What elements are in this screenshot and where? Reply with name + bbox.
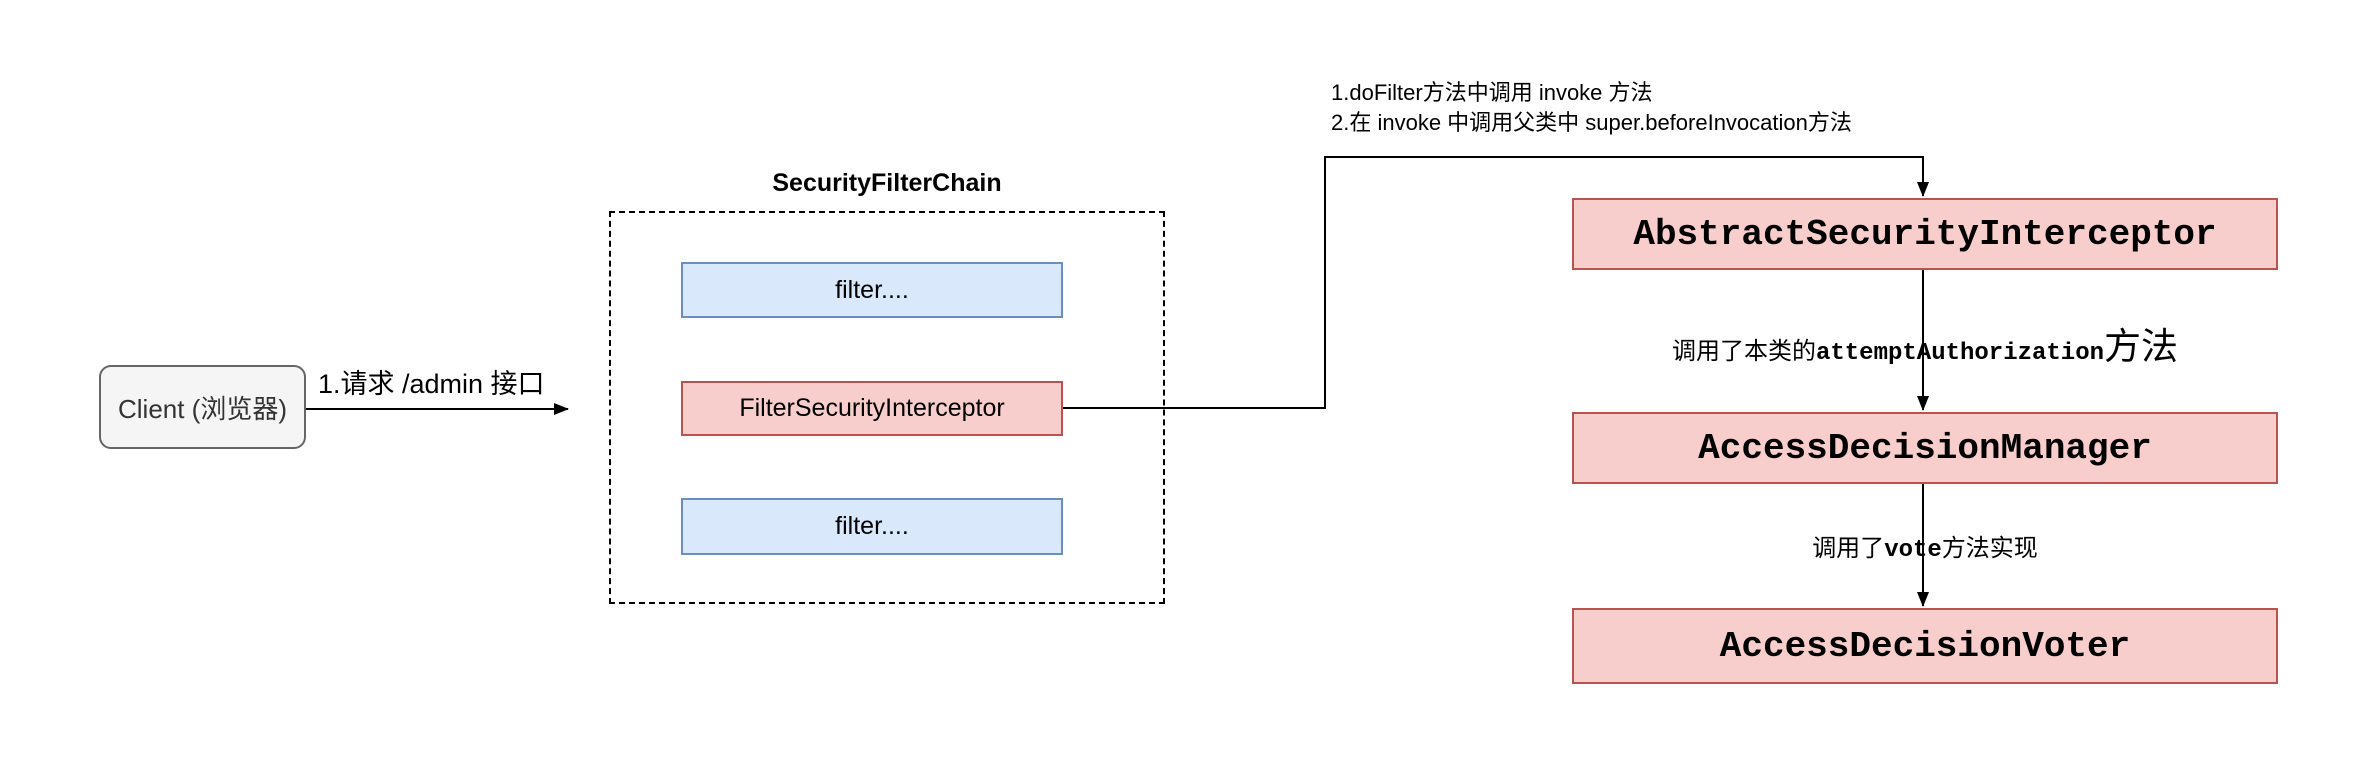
filter-node-bottom: filter.... xyxy=(681,498,1063,555)
invoke-annotation-line2: 2.在 invoke 中调用父类中 super.beforeInvocation… xyxy=(1331,110,1852,135)
vote-note-prefix: 调用了 xyxy=(1812,535,1885,562)
abstract-security-interceptor-label: AbstractSecurityInterceptor xyxy=(1633,213,2217,255)
vote-note-suffix: 方法实现 xyxy=(1941,535,2038,562)
filter-chain-title: SecurityFilterChain xyxy=(772,169,1002,197)
access-decision-voter-node: AccessDecisionVoter xyxy=(1572,608,2278,684)
filter-node-top-label: filter.... xyxy=(835,275,909,304)
filter-security-interceptor-node: FilterSecurityInterceptor xyxy=(681,381,1063,436)
request-arrow-label: 1.请求 /admin 接口 xyxy=(318,369,545,399)
abstract-security-interceptor-node: AbstractSecurityInterceptor xyxy=(1572,198,2278,270)
access-decision-voter-label: AccessDecisionVoter xyxy=(1719,625,2131,667)
invoke-annotation: 1.doFilter方法中调用 invoke 方法 2.在 invoke 中调用… xyxy=(1331,78,1852,138)
filter-node-top: filter.... xyxy=(681,262,1063,318)
arrow-interceptor-to-abstract xyxy=(1063,156,1929,409)
attempt-note-method: attemptAuthorization xyxy=(1815,340,2105,367)
access-decision-manager-node: AccessDecisionManager xyxy=(1572,412,2278,484)
attempt-note-prefix: 调用了本类的 xyxy=(1671,338,1816,365)
vote-note-method: vote xyxy=(1884,537,1942,564)
filter-security-interceptor-label: FilterSecurityInterceptor xyxy=(739,394,1005,422)
client-label: Client (浏览器) xyxy=(117,393,287,424)
filter-node-bottom-label: filter.... xyxy=(835,512,909,540)
access-decision-manager-label: AccessDecisionManager xyxy=(1698,427,2152,469)
invoke-annotation-line1: 1.doFilter方法中调用 invoke 方法 xyxy=(1331,80,1653,105)
client-node: Client (浏览器) xyxy=(99,365,306,449)
attempt-note-suffix: 方法 xyxy=(2104,326,2179,367)
filter-chain-container xyxy=(609,211,1165,604)
